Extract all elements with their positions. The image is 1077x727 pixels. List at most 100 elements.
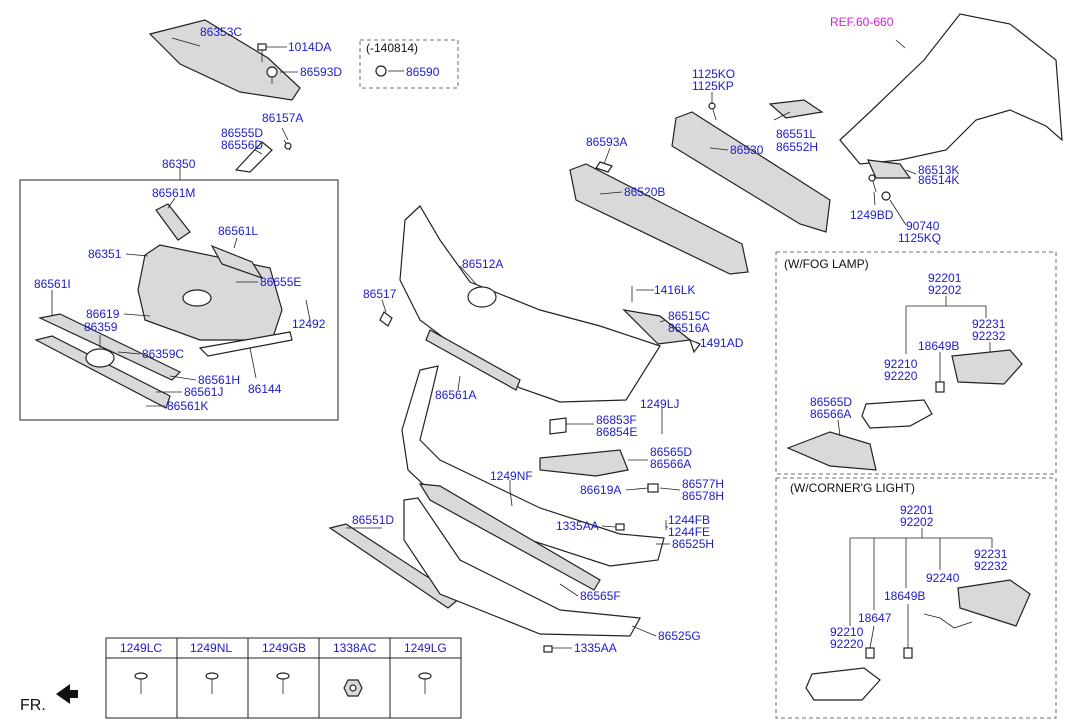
part-1335AA-b-label[interactable]: 1335AA — [574, 641, 617, 655]
energy-absorber-86520B-part — [569, 163, 749, 275]
part-86561L-label[interactable]: 86561L — [218, 224, 258, 238]
part-86561I-label[interactable]: 86561I — [34, 277, 71, 291]
part-86593A-label[interactable]: 86593A — [586, 135, 627, 149]
fog-92201-label[interactable]: 92201 — [928, 271, 962, 285]
part-1125KO-label[interactable]: 1125KO — [692, 67, 735, 81]
part-86359C-label[interactable]: 86359C — [142, 347, 184, 361]
part-1416LK-label[interactable]: 1416LK — [654, 283, 695, 297]
fog-lamp-92201-part — [951, 349, 1023, 385]
cl-92201-label[interactable]: 92201 — [900, 503, 934, 517]
part-86565D-a-label[interactable]: 86565D — [650, 445, 692, 459]
part-86854E-label[interactable]: 86854E — [596, 425, 637, 439]
lower-bumper-86525H-part — [401, 365, 665, 567]
fog-92202-label[interactable]: 92202 — [928, 283, 962, 297]
clip-86593A-part — [595, 161, 613, 173]
clip-1491AD-icon — [689, 338, 701, 354]
part-86551L-label[interactable]: 86551L — [776, 127, 816, 141]
part-86552H-label[interactable]: 86552H — [776, 140, 818, 154]
fog-92210-label[interactable]: 92210 — [884, 357, 918, 371]
cl-92231-label[interactable]: 92231 — [974, 547, 1008, 561]
part-1014DA-label[interactable]: 1014DA — [288, 40, 331, 54]
fog-lamp-title: (W/FOG LAMP) — [784, 257, 869, 271]
bolt-1125KO-icon — [708, 102, 717, 121]
part-1244FB-label[interactable]: 1244FB — [668, 513, 710, 527]
fastener-table — [105, 637, 462, 719]
cl-92210-label[interactable]: 92210 — [830, 625, 864, 639]
part-86515C-label[interactable]: 86515C — [668, 309, 710, 323]
fog-92231-label[interactable]: 92231 — [972, 317, 1006, 331]
part-86561M-label[interactable]: 86561M — [152, 186, 195, 200]
cornering-light-title: (W/CORNER'G LIGHT) — [790, 481, 915, 495]
part-86530-label[interactable]: 86530 — [730, 143, 764, 157]
part-86593D-label[interactable]: 86593D — [300, 65, 342, 79]
part-86578H-label[interactable]: 86578H — [682, 489, 724, 503]
part-1249BD-label[interactable]: 1249BD — [850, 208, 894, 222]
cl-92220-label[interactable]: 92220 — [830, 637, 864, 651]
part-1125KP-label[interactable]: 1125KP — [692, 79, 734, 93]
part-86619A-label[interactable]: 86619A — [580, 483, 621, 497]
part-1125KQ-label[interactable]: 1125KQ — [898, 231, 941, 245]
part-1249LJ-label[interactable]: 1249LJ — [640, 397, 679, 411]
radiator-grille-part — [137, 244, 283, 341]
part-86556D-label[interactable]: 86556D — [221, 138, 263, 152]
harness-92240-part — [923, 613, 973, 629]
clip-86619A-icon — [647, 483, 659, 493]
part-86353C-label[interactable]: 86353C — [200, 25, 242, 39]
part-86619-label[interactable]: 86619 — [86, 307, 120, 321]
fog-18649B-label[interactable]: 18649B — [918, 339, 959, 353]
part-86561J-label[interactable]: 86561J — [184, 385, 223, 399]
part-86520B-label[interactable]: 86520B — [624, 185, 665, 199]
cl-18647-label[interactable]: 18647 — [858, 611, 892, 625]
grille-lower-86561A-part — [425, 329, 521, 391]
nut-icon — [343, 679, 363, 697]
table-header-2: 1249NL — [190, 641, 232, 655]
part-86565F-label[interactable]: 86565F — [580, 589, 621, 603]
part-86351-label[interactable]: 86351 — [88, 247, 122, 261]
part-86512A-label[interactable]: 86512A — [462, 257, 503, 271]
part-86561K-label[interactable]: 86561K — [167, 399, 208, 413]
skid-86565F-part — [418, 483, 601, 591]
fog-92232-label[interactable]: 92232 — [972, 329, 1006, 343]
part-86590-label[interactable]: 86590 — [406, 65, 440, 79]
part-86513K-label[interactable]: 86513K — [918, 163, 959, 177]
nut-90740-icon — [881, 191, 891, 201]
cl-92240-label[interactable]: 92240 — [926, 571, 960, 585]
reference-label[interactable]: REF.60-660 — [830, 15, 894, 29]
bracket-86513K-part — [867, 159, 912, 179]
part-86517-label[interactable]: 86517 — [363, 287, 397, 301]
part-1244FE-label[interactable]: 1244FE — [668, 525, 710, 539]
part-1491AD-label[interactable]: 1491AD — [700, 336, 744, 350]
part-86525G-label[interactable]: 86525G — [658, 629, 701, 643]
fog-86565D-label[interactable]: 86565D — [810, 395, 852, 409]
part-1335AA-a-label[interactable]: 1335AA — [556, 519, 599, 533]
cl-92202-label[interactable]: 92202 — [900, 515, 934, 529]
part-86555D-label[interactable]: 86555D — [221, 126, 263, 140]
front-direction-label: FR. — [20, 697, 46, 714]
part-86144-label[interactable]: 86144 — [248, 382, 282, 396]
clip-86517-part — [379, 311, 393, 327]
part-86561H-label[interactable]: 86561H — [198, 373, 240, 387]
part-12492-label[interactable]: 12492 — [292, 317, 326, 331]
fog-92220-label[interactable]: 92220 — [884, 369, 918, 383]
part-86514K-label[interactable]: 86514K — [918, 173, 959, 187]
part-86853F-label[interactable]: 86853F — [596, 413, 637, 427]
part-90740-label[interactable]: 90740 — [906, 219, 940, 233]
part-1249NF-label[interactable]: 1249NF — [490, 469, 533, 483]
bolt-1249NF-icon — [509, 489, 513, 507]
fog-86566A-label[interactable]: 86566A — [810, 407, 851, 421]
clip-86590-icon — [375, 65, 387, 77]
part-86157A-label[interactable]: 86157A — [262, 111, 303, 125]
part-86359-label[interactable]: 86359 — [84, 320, 118, 334]
part-86551D-label[interactable]: 86551D — [352, 513, 394, 527]
part-86516A-label[interactable]: 86516A — [668, 321, 709, 335]
part-86655E-label[interactable]: 86655E — [260, 275, 301, 289]
part-86577H-label[interactable]: 86577H — [682, 477, 724, 491]
fender-reference-part — [839, 13, 1063, 165]
cl-92232-label[interactable]: 92232 — [974, 559, 1008, 573]
part-86561A-label[interactable]: 86561A — [435, 388, 476, 402]
part-86350-label[interactable]: 86350 — [162, 157, 196, 171]
cl-18649B-label[interactable]: 18649B — [884, 589, 925, 603]
part-86566A-a-label[interactable]: 86566A — [650, 457, 691, 471]
part-86525H-label[interactable]: 86525H — [672, 537, 714, 551]
